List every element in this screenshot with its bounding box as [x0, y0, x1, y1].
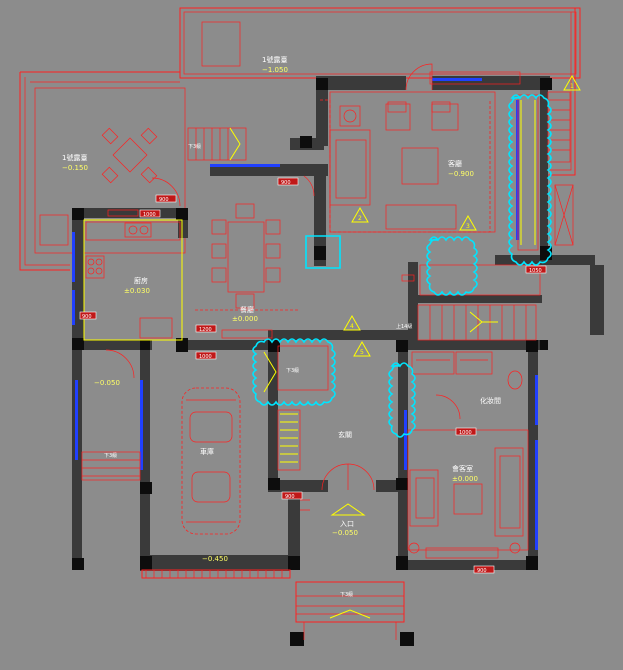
- terrace-left: 1號露臺 −0.150: [19, 71, 316, 271]
- revision-cloud-powder-door: [388, 362, 416, 438]
- revision-cloud-foyer-stair: [252, 338, 336, 406]
- room-label-living: 客廳: [448, 159, 462, 168]
- dim-10: 900: [477, 568, 487, 574]
- level-kitchen: ±0.030: [124, 287, 150, 295]
- level-dining: ±0.000: [232, 315, 258, 323]
- room-label-garage: 車庫: [200, 447, 214, 456]
- stair-label-entrance: 下3級: [340, 591, 353, 598]
- stair-label-foyer: 下3級: [286, 367, 299, 374]
- foyer: 下3級 玄關 入口 −0.050 下3級: [263, 345, 405, 640]
- garage: 車庫 −0.450: [141, 387, 291, 579]
- revision-cloud-column: [305, 235, 341, 269]
- terrace-top: 1號露臺 −1.050: [179, 7, 581, 176]
- revision-mark-3: 3: [466, 223, 470, 230]
- stair-label-up-main: 上14級: [396, 323, 412, 330]
- dim-5: 900: [82, 314, 92, 320]
- dim-7: 900: [285, 494, 295, 500]
- revision-mark-4: 4: [350, 323, 354, 330]
- room-label-powder: 化妝間: [480, 396, 501, 405]
- dim-8: 1000: [459, 430, 472, 436]
- columns: [72, 78, 552, 646]
- level-garage: −0.450: [202, 555, 228, 563]
- windows: [72, 78, 538, 550]
- car-outline: [181, 387, 241, 535]
- room-label-guest: 會客室: [452, 464, 473, 473]
- level-entrance: −0.050: [332, 529, 358, 537]
- walls: [72, 76, 604, 571]
- revision-mark-2: 2: [358, 215, 362, 222]
- revision-mark-1: 1: [570, 83, 574, 90]
- revision-clouds: [252, 94, 552, 438]
- stair-label-left-porch: 下3級: [104, 452, 117, 459]
- level-side-corridor: −0.050: [94, 379, 120, 387]
- dim-9: 1000: [143, 212, 156, 218]
- guest-room: 會客室 ±0.000: [407, 429, 529, 559]
- room-label-foyer: 玄關: [338, 430, 352, 439]
- dim-6: 1050: [529, 268, 542, 274]
- kitchen: 廚房 ±0.030: [83, 209, 183, 341]
- dim-2: 900: [159, 197, 169, 203]
- level-terrace-top: −1.050: [262, 66, 288, 74]
- powder-room: 化妝間: [411, 351, 523, 420]
- room-label-dining: 餐廳: [240, 305, 254, 314]
- revision-cloud-stair-shaft: [426, 236, 478, 296]
- dimension-tags: 900 900 1200 1000 900 1050 900 1000 1000…: [79, 177, 547, 574]
- room-label-kitchen: 廚房: [134, 276, 148, 285]
- revision-triangles: 1 2 3 4 5: [343, 74, 581, 357]
- dim-4: 1000: [199, 354, 212, 360]
- room-label-terrace-left: 1號露臺: [62, 153, 87, 162]
- revision-mark-5: 5: [360, 349, 364, 356]
- stair-label-terrace: 下3級: [188, 143, 201, 150]
- room-label-entrance: 入口: [340, 520, 354, 528]
- level-living: −0.900: [448, 170, 474, 178]
- revision-cloud-display-cabinet: [508, 94, 552, 266]
- level-terrace-left: −0.150: [62, 164, 88, 172]
- dining-room: 餐廳 ±0.000 下3級: [151, 127, 315, 339]
- living-room: 客廳 −0.900: [320, 63, 574, 251]
- left-porch: 下3級 −0.050: [81, 349, 141, 481]
- dim-3: 1200: [199, 327, 212, 333]
- outdoor-table: [101, 127, 158, 184]
- level-guest: ±0.000: [452, 475, 478, 483]
- room-label-terrace-top: 1號露臺: [262, 55, 287, 64]
- main-stair: 上14級: [396, 264, 541, 341]
- dim-1: 900: [281, 180, 291, 186]
